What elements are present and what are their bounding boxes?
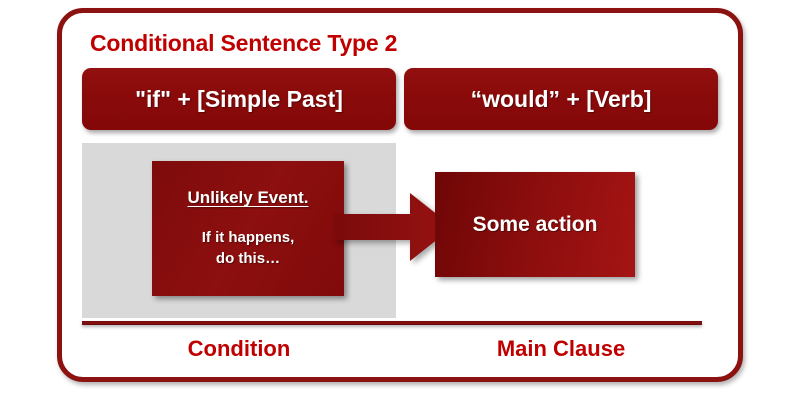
right-block-arrow-icon [334,193,453,261]
caption-main-clause: Main Clause [496,336,626,361]
page-title: Conditional Sentence Type 2 [90,30,398,56]
section-divider [82,321,702,325]
unlikely-event-heading: Unlikely Event. [187,188,309,208]
unlikely-event-body: If it happens, do this… [202,228,295,269]
unlikely-event-box: Unlikely Event. If it happens, do this… [152,161,344,296]
some-action-box: Some action [435,172,635,277]
unlikely-event-line1: If it happens, [201,229,295,247]
unlikely-event-line2: do this… [215,249,281,267]
main-clause-pattern-box: “would” + [Verb] [404,68,718,130]
caption-condition: Condition [187,336,291,361]
condition-pattern-box: "if" + [Simple Past] [82,68,396,130]
diagram-card: Conditional Sentence Type 2 "if" + [Simp… [57,8,743,382]
